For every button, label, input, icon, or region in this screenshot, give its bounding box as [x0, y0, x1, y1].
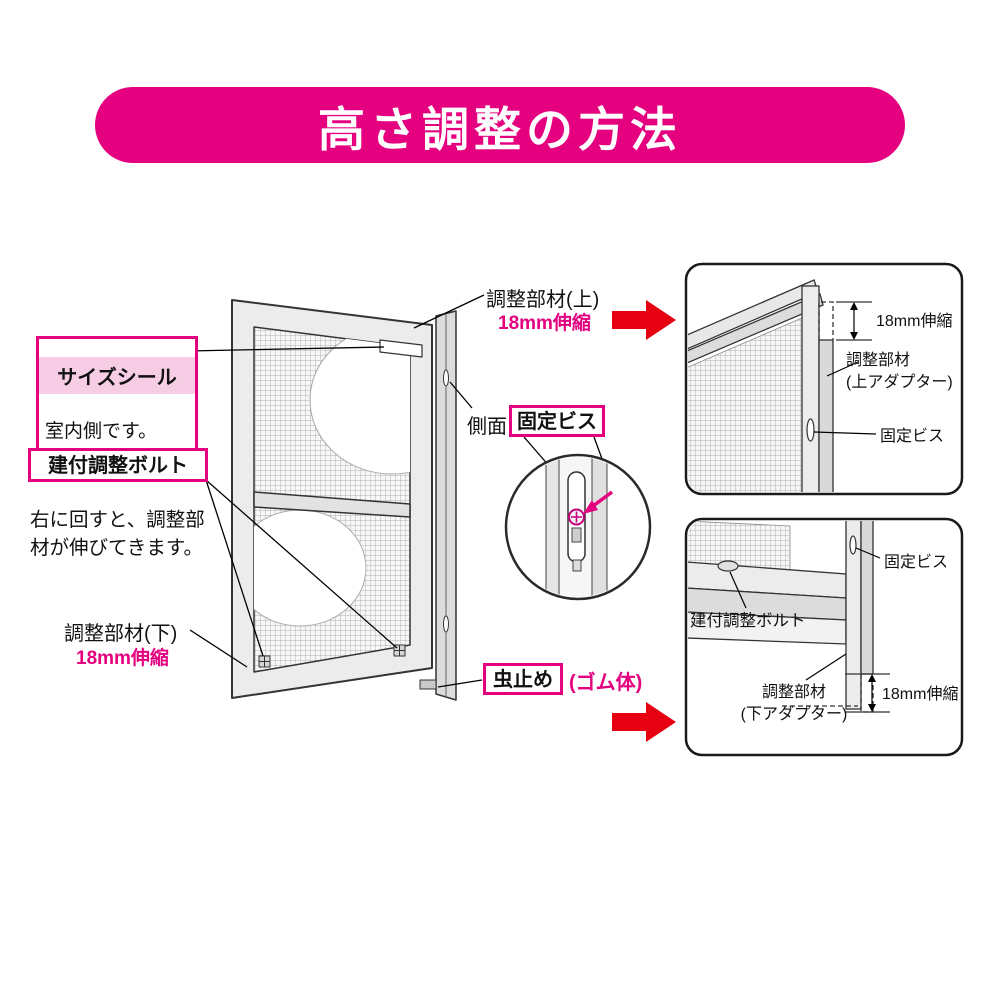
mesh-cutaway	[254, 327, 410, 627]
insect-stop-sub: (ゴム体)	[569, 672, 643, 694]
size-seal-note: 室内側です。	[39, 412, 195, 448]
bolt-head-detail	[717, 560, 739, 572]
adjust-top-label: 調整部材(上)	[486, 289, 600, 311]
bottom-panel-dim-label: 18mm伸縮	[882, 686, 959, 703]
adjust-top-dim: 18mm伸縮	[498, 313, 591, 334]
leader-lines	[187, 294, 606, 688]
size-seal-sticker	[379, 339, 423, 358]
size-seal-label: サイズシール	[39, 357, 195, 394]
insect-stopper	[419, 679, 437, 690]
magnifier-detail	[504, 453, 652, 601]
top-panel-screw-label: 固定ビス	[880, 428, 945, 445]
bottom-detail-panel	[684, 517, 964, 757]
insect-stop-label: 虫止め	[483, 663, 563, 695]
adjust-bolt-left	[258, 655, 271, 668]
adjust-bolt-label: 建付調整ボルト	[28, 448, 208, 482]
main-screen-illustration	[231, 299, 457, 701]
top-panel-adapter-label: 調整部材 (上アダプター)	[846, 352, 953, 391]
top-detail-panel	[684, 262, 964, 496]
top-panel-dim-label: 18mm伸縮	[876, 313, 953, 330]
bottom-panel-adapter-label: 調整部材 (下アダプター)	[740, 684, 848, 723]
size-seal-callout: サイズシール 室内側です。	[36, 336, 198, 469]
bottom-panel-bolt-label: 建付調整ボルト	[690, 612, 806, 630]
adjust-bottom-label: 調整部材(下)	[64, 623, 178, 645]
page-title-banner: 高さ調整の方法	[95, 87, 905, 163]
adjust-bolt-right	[393, 644, 406, 657]
adjust-bottom-dim: 18mm伸縮	[76, 648, 169, 669]
arrow-to-top-panel-icon	[612, 300, 676, 340]
bottom-panel-screw-label: 固定ビス	[884, 554, 949, 571]
side-face-label: 側面	[467, 416, 507, 438]
adjust-bolt-note: 右に回すと、調整部 材が伸びてきます。	[30, 509, 205, 559]
arrow-to-bottom-panel-icon	[612, 702, 676, 742]
fixing-screw-label: 固定ビス	[509, 405, 605, 437]
